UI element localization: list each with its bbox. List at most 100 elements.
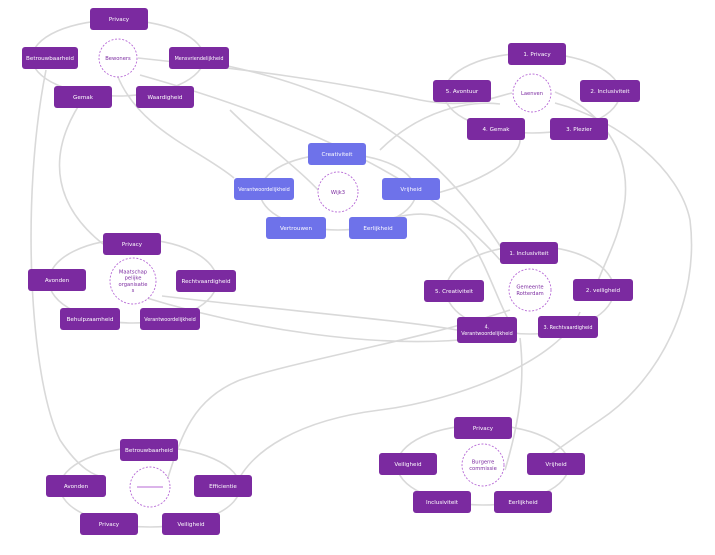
node-label: Verantwoordelijkheid bbox=[238, 187, 290, 193]
node-bewoners-5[interactable]: Waardigheid bbox=[136, 86, 194, 108]
central-topic-label: commissie bbox=[469, 466, 497, 472]
central-topic-label: organisatie bbox=[119, 282, 148, 288]
node-bewoners-3[interactable]: Mensvriendelijkheid bbox=[169, 47, 229, 69]
node-label: Creativiteit bbox=[322, 152, 354, 158]
node-label: Mensvriendelijkheid bbox=[175, 56, 224, 62]
central-topic-label: Bewoners bbox=[105, 56, 131, 62]
node-wijk-4[interactable]: Vertrouwen bbox=[266, 217, 326, 239]
node-empty-1[interactable]: Betrouwbaarheid bbox=[120, 439, 178, 461]
node-wijk-5[interactable]: Eerlijkheid bbox=[349, 217, 407, 239]
central-topic-label: Laenven bbox=[521, 91, 543, 97]
node-gemeente-1[interactable]: 1. Inclusiviteit bbox=[500, 242, 558, 264]
node-wijk-1[interactable]: Creativiteit bbox=[308, 143, 366, 165]
connector-line-4 bbox=[198, 59, 511, 263]
central-topic-wijk[interactable]: Wijk3 bbox=[317, 171, 359, 213]
node-maatschappelijke-2[interactable]: Avonden bbox=[28, 269, 86, 291]
node-label: 2. veiligheid bbox=[586, 288, 621, 294]
node-laenveen-1[interactable]: 1. Privacy bbox=[508, 43, 566, 65]
node-bewoners-2[interactable]: Betrouwbaarheid bbox=[22, 47, 78, 69]
node-wijk-3[interactable]: Vrijheid bbox=[382, 178, 440, 200]
connector-line-6 bbox=[58, 95, 104, 245]
connector-line-16 bbox=[234, 311, 581, 488]
node-label: Betrouwbaarheid bbox=[125, 448, 173, 454]
node-burgers-4[interactable]: Inclusiviteit bbox=[413, 491, 471, 513]
central-topic-bewoners[interactable]: Bewoners bbox=[98, 38, 138, 78]
node-label: Efficientie bbox=[209, 484, 237, 490]
node-maatschappelijke-1[interactable]: Privacy bbox=[103, 233, 161, 255]
node-wijk-2[interactable]: Verantwoordelijkheid bbox=[234, 178, 294, 200]
node-empty-2[interactable]: Avonden bbox=[46, 475, 106, 497]
node-burgers-5[interactable]: Eerlijkheid bbox=[494, 491, 552, 513]
node-label: 3. Rechtvaardigheid bbox=[543, 325, 592, 331]
node-label: Vrijheid bbox=[545, 462, 567, 468]
node-label: 1. Privacy bbox=[523, 52, 551, 58]
node-label: Veiligheid bbox=[394, 462, 422, 468]
central-topic-laenveen[interactable]: Laenven bbox=[512, 73, 552, 113]
node-empty-3[interactable]: Efficientie bbox=[194, 475, 252, 497]
node-maatschappelijke-3[interactable]: Rechtvaardigheid bbox=[176, 270, 236, 292]
node-label: Eerlijkheid bbox=[363, 226, 393, 232]
node-maatschappelijke-5[interactable]: Verantwoordelijkheid bbox=[140, 308, 200, 330]
node-label: 2. Inclusiviteit bbox=[590, 89, 630, 95]
node-laenveen-5[interactable]: 3. Plezier bbox=[550, 118, 608, 140]
node-label: Betrouwbaarheid bbox=[26, 56, 74, 62]
connector-line-2 bbox=[117, 76, 235, 179]
node-label: Rechtvaardigheid bbox=[181, 279, 230, 285]
node-empty-5[interactable]: Veiligheid bbox=[162, 513, 220, 535]
node-laenveen-3[interactable]: 2. Inclusiviteit bbox=[580, 80, 640, 102]
node-label: Behulpzaamheid bbox=[67, 317, 114, 323]
connector-line-17 bbox=[229, 109, 321, 193]
node-empty-4[interactable]: Privacy bbox=[80, 513, 138, 535]
central-topic-label: pelijke bbox=[125, 276, 142, 282]
node-gemeente-4[interactable]: 4.Verantwoordelijkheid bbox=[457, 317, 517, 343]
connector-line-11 bbox=[554, 91, 627, 291]
central-topic-label: s bbox=[132, 288, 135, 294]
node-label: Privacy bbox=[473, 426, 494, 432]
node-bewoners-4[interactable]: Gemak bbox=[54, 86, 112, 108]
node-gemeente-2[interactable]: 5. Creativiteit bbox=[424, 280, 484, 302]
node-gemeente-3[interactable]: 2. veiligheid bbox=[573, 279, 633, 301]
central-topic-label: Rotterdam bbox=[516, 291, 543, 297]
node-label: 1. Inclusiviteit bbox=[509, 251, 549, 257]
connector-line-15 bbox=[164, 309, 511, 488]
node-label: Eerlijkheid bbox=[508, 500, 538, 506]
node-label: 4.Verantwoordelijkheid bbox=[461, 325, 513, 338]
node-laenveen-2[interactable]: 5. Avontuur bbox=[433, 80, 491, 102]
node-gemeente-5[interactable]: 3. Rechtvaardigheid bbox=[538, 316, 598, 338]
node-label: Avonden bbox=[45, 278, 70, 284]
node-burgers-1[interactable]: Privacy bbox=[454, 417, 512, 439]
node-burgers-2[interactable]: Veiligheid bbox=[379, 453, 437, 475]
node-bewoners-1[interactable]: Privacy bbox=[90, 8, 148, 30]
node-label: 3. Plezier bbox=[566, 127, 592, 133]
node-label: 5. Creativiteit bbox=[435, 289, 474, 295]
connector-line-8 bbox=[379, 102, 501, 151]
cluster-maatschappelijke: MaatschappelijkeorganisatiesPrivacyAvond… bbox=[28, 233, 236, 330]
central-topic-empty[interactable] bbox=[129, 466, 171, 508]
node-label: Waardigheid bbox=[148, 95, 183, 101]
central-topic-label: Wijk3 bbox=[331, 190, 345, 196]
node-label: Veiligheid bbox=[177, 522, 205, 528]
connector-line-14 bbox=[504, 337, 523, 471]
central-topic-label: Maatschap bbox=[119, 270, 148, 276]
node-label: Vertrouwen bbox=[280, 226, 312, 232]
node-label: Inclusiviteit bbox=[426, 500, 459, 506]
node-label: Vrijheid bbox=[400, 187, 422, 193]
node-burgers-3[interactable]: Vrijheid bbox=[527, 453, 585, 475]
node-label: Gemak bbox=[73, 95, 94, 101]
node-label: 4. Gemak bbox=[482, 127, 510, 133]
cluster-laenveen: Laenven 1. Privacy 5. Avontuur 2. Inclusivi… bbox=[433, 43, 640, 140]
node-maatschappelijke-4[interactable]: Behulpzaamheid bbox=[60, 308, 120, 330]
node-label: Avonden bbox=[64, 484, 89, 490]
node-label: 5. Avontuur bbox=[446, 89, 479, 95]
node-laenveen-4[interactable]: 4. Gemak bbox=[467, 118, 525, 140]
node-label: Privacy bbox=[99, 522, 120, 528]
